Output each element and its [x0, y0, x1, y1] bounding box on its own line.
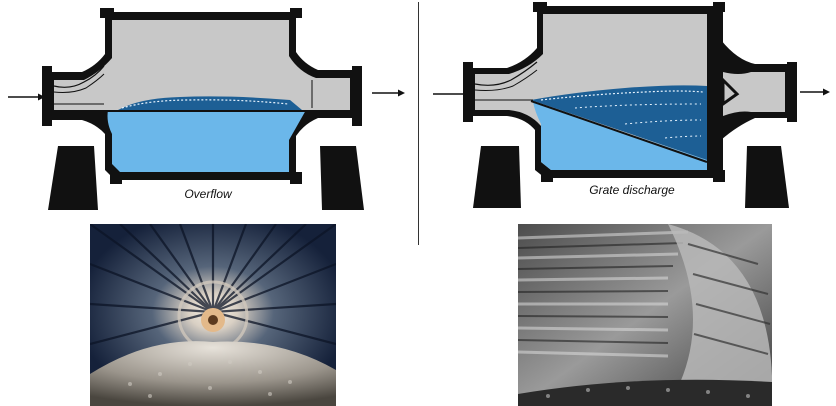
slurry-water — [108, 110, 307, 172]
left-pedestal — [48, 146, 98, 210]
feed-arrow — [8, 94, 45, 101]
right-pedestal — [745, 146, 789, 208]
left-pedestal — [473, 146, 521, 208]
discharge-grate — [707, 12, 723, 172]
right-pedestal — [320, 146, 364, 210]
overflow-mill-interior-photo — [90, 224, 336, 406]
panel-divider — [418, 2, 419, 245]
discharge-arrow — [800, 89, 830, 96]
discharge-arrow — [372, 90, 405, 97]
grate-discharge-caption: Grate discharge — [589, 183, 675, 197]
grate-mill-interior-photo — [518, 224, 772, 406]
grate-discharge-mill-diagram: Grate discharge — [425, 0, 836, 215]
overflow-caption: Overflow — [184, 187, 233, 201]
overflow-mill-diagram: Overflow — [0, 0, 415, 215]
